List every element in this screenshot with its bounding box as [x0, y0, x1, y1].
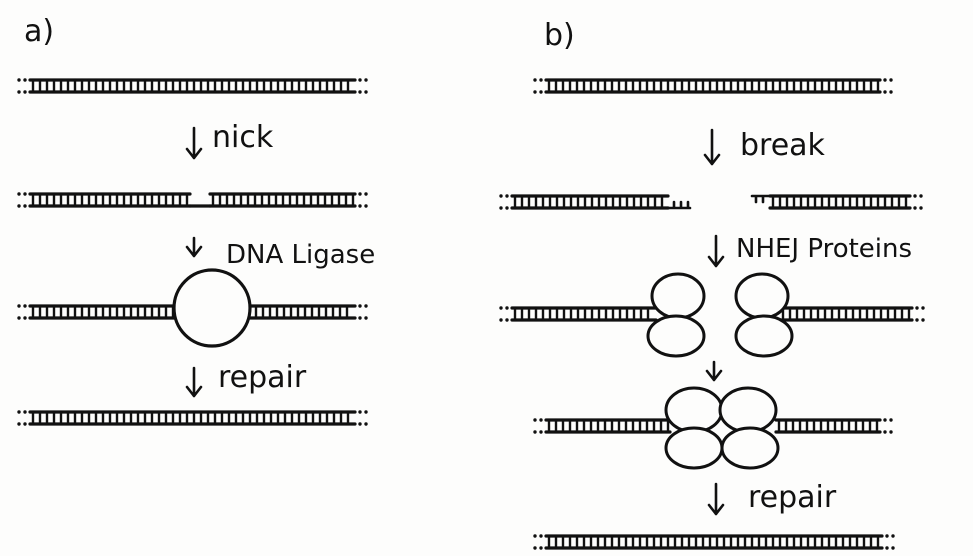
arrow-repair-b — [707, 482, 725, 516]
nhej-protein-left-top — [650, 272, 706, 320]
dna-a-nicked — [17, 192, 368, 208]
dna-b-left-joined — [533, 418, 672, 434]
dna-ligase-enzyme — [172, 268, 252, 348]
dna-b-right-joined — [774, 418, 893, 434]
dna-a-intact — [17, 78, 368, 94]
dna-b-left-bound — [499, 306, 658, 322]
arrow-repair-a — [185, 366, 203, 398]
nhej-protein-left-bottom — [646, 314, 706, 358]
dna-a-right-arm — [244, 304, 368, 320]
dna-a-repaired — [17, 410, 368, 426]
arrow-break — [703, 128, 721, 166]
nhej-complex-bottom-left — [664, 426, 724, 470]
arrow-nick — [185, 126, 203, 160]
step-nhej-proteins-label: NHEJ Proteins — [736, 234, 913, 264]
panel-b-label: b) — [544, 18, 575, 53]
nhej-complex-top-right — [718, 386, 778, 434]
arrow-nhej — [707, 234, 725, 268]
nhej-protein-right-bottom — [734, 314, 794, 358]
step-repair-a-label: repair — [218, 360, 307, 395]
dna-b-broken-right — [750, 194, 923, 210]
dna-b-right-bound — [778, 306, 925, 322]
step-break-label: break — [740, 128, 825, 163]
dna-b-repaired — [533, 534, 895, 550]
step-dna-ligase-label: DNA Ligase — [226, 240, 376, 270]
panel-a-label: a) — [24, 14, 55, 49]
nhej-complex-top-left — [664, 386, 724, 434]
nhej-protein-right-top — [734, 272, 790, 320]
arrow-join — [705, 360, 723, 382]
dna-b-intact — [533, 78, 893, 94]
dna-b-broken-left — [499, 194, 692, 210]
step-repair-b-label: repair — [748, 480, 837, 515]
step-nick-label: nick — [212, 120, 274, 155]
dna-a-left-arm — [17, 304, 180, 320]
arrow-ligase — [185, 236, 203, 258]
nhej-complex-bottom-right — [720, 426, 780, 470]
